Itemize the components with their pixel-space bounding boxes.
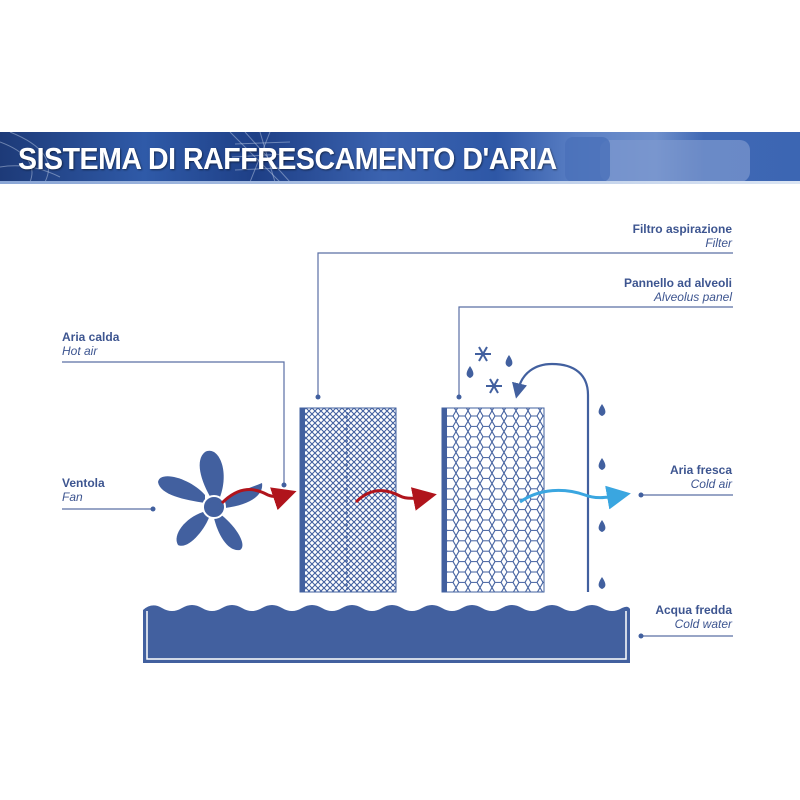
banner-background-image <box>0 132 750 182</box>
cold-air-arrow <box>519 485 631 510</box>
cold-air-label: Aria fresca Cold air <box>600 463 732 491</box>
filter-label-it: Filtro aspirazione <box>632 222 732 236</box>
hot-air-arrow <box>220 487 297 511</box>
alveolus-panel-label: Pannello ad alveoli Alveolus panel <box>560 276 732 304</box>
alveolus-panel-label-en: Alveolus panel <box>653 290 732 304</box>
filter-label: Filtro aspirazione Filter <box>560 222 732 250</box>
filter-label-en: Filter <box>705 236 732 250</box>
filter-leader-line <box>317 252 733 397</box>
hot-air-label-it: Aria calda <box>62 330 120 344</box>
banner-underline <box>0 181 800 184</box>
snowflake-icon <box>475 346 502 394</box>
alveolus-leader-line <box>458 306 733 397</box>
cold-water-label: Acqua fredda Cold water <box>600 603 732 631</box>
fan-label-en: Fan <box>62 490 83 504</box>
intake-filter <box>299 407 397 593</box>
alveolus-panel-label-it: Pannello ad alveoli <box>623 276 732 290</box>
water-drop-icon <box>466 355 606 589</box>
fan-label: Ventola Fan <box>62 476 105 504</box>
fan-icon <box>158 450 263 551</box>
page-title: SISTEMA DI RAFFRESCAMENTO D'ARIA <box>18 141 557 176</box>
filtered-air-arrow <box>354 487 437 511</box>
hot-air-label: Aria calda Hot air <box>62 330 119 358</box>
cold-water-label-en: Cold water <box>674 617 732 631</box>
hot-air-leader-line <box>62 361 285 485</box>
cold-air-label-it: Aria fresca <box>669 463 732 477</box>
cold-air-label-en: Cold air <box>690 477 732 491</box>
alveolus-panel <box>441 407 545 593</box>
header-banner <box>0 132 800 182</box>
fan-label-it: Ventola <box>62 476 105 490</box>
cold-water-label-it: Acqua fredda <box>655 603 732 617</box>
cold-water-tank <box>143 605 630 663</box>
water-recirculation-arrow <box>512 362 590 592</box>
hot-air-label-en: Hot air <box>62 344 98 358</box>
